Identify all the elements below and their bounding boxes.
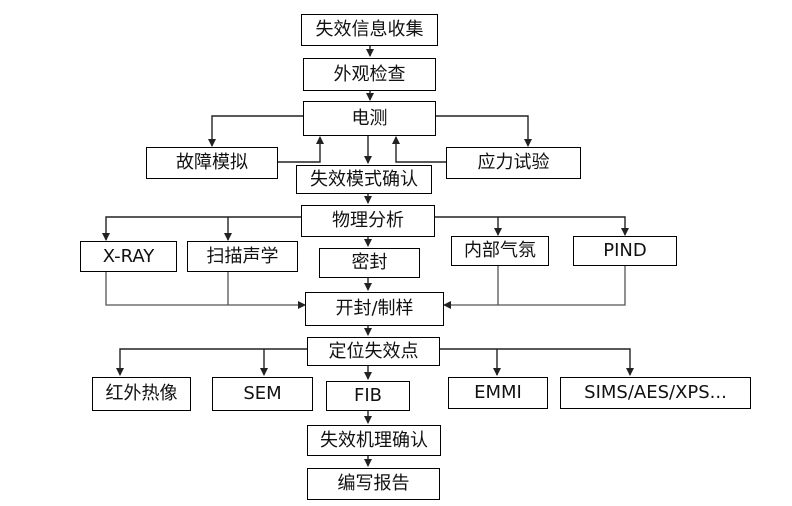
- node-fault-simulation: 故障模拟: [146, 147, 278, 179]
- node-visual-inspection: 外观检查: [303, 58, 436, 91]
- node-label: 密封: [351, 252, 388, 273]
- node-label: FIB: [353, 385, 382, 406]
- arrow-fault-sim-to-electrical: [278, 136, 324, 163]
- arrow-locate-to-infrared: [116, 348, 307, 376]
- node-locate-failure-point: 定位失效点: [307, 337, 440, 366]
- node-label: 失效模式确认: [310, 168, 418, 190]
- node-label: 外观检查: [333, 63, 406, 85]
- node-xray: X-RAY: [80, 241, 177, 272]
- node-sims-aes-xps: SIMS/AES/XPS...: [560, 377, 751, 409]
- arrow-xray-to-decap: [105, 272, 306, 309]
- node-label: 红外热像: [105, 383, 178, 404]
- arrow-physical-to-xray: [102, 216, 301, 241]
- node-failure-info-collection: 失效信息收集: [301, 14, 438, 46]
- node-write-report: 编写报告: [307, 468, 440, 500]
- node-emmi: EMMI: [448, 377, 548, 409]
- arrow-electrical-to-fault-sim: [208, 115, 305, 147]
- node-label: SIMS/AES/XPS...: [584, 382, 727, 403]
- node-pind: PIND: [573, 236, 677, 266]
- node-label: SEM: [243, 383, 282, 404]
- node-internal-atmosphere: 内部气氛: [451, 236, 549, 266]
- node-decap-sample-prep: 开封/制样: [305, 292, 444, 326]
- node-label: 失效信息收集: [315, 19, 424, 40]
- node-physical-analysis: 物理分析: [301, 205, 435, 237]
- node-seal: 密封: [319, 248, 420, 278]
- node-label: EMMI: [474, 382, 522, 403]
- node-label: 内部气氛: [464, 240, 536, 261]
- node-fib: FIB: [326, 381, 410, 411]
- arrow-locate-to-sims: [440, 348, 634, 376]
- arrow-physical-to-pind: [435, 216, 629, 236]
- node-label: 物理分析: [332, 210, 404, 231]
- node-label: 定位失效点: [328, 340, 419, 362]
- node-label: 故障模拟: [176, 152, 248, 173]
- node-label: 开封/制样: [335, 298, 414, 319]
- node-failure-mechanism-confirm: 失效机理确认: [307, 425, 441, 456]
- arrow-pind-to-decap: [443, 266, 626, 309]
- node-infrared-thermal: 红外热像: [92, 377, 191, 411]
- node-stress-test: 应力试验: [446, 147, 581, 179]
- node-label: 失效机理确认: [320, 429, 428, 451]
- arrow-stress-to-electrical: [392, 136, 446, 163]
- node-label: X-RAY: [102, 245, 155, 267]
- node-label: 应力试验: [477, 152, 550, 173]
- node-label: PIND: [603, 240, 647, 261]
- node-label: 电测: [351, 107, 388, 129]
- node-failure-mode-confirm: 失效模式确认: [296, 165, 432, 194]
- node-sem: SEM: [212, 377, 313, 411]
- node-label: 编写报告: [337, 473, 410, 494]
- arrow-electrical-to-stress: [436, 115, 532, 147]
- node-electrical-test: 电测: [303, 101, 436, 136]
- node-scanning-acoustic: 扫描声学: [187, 241, 298, 272]
- node-label: 扫描声学: [206, 245, 279, 267]
